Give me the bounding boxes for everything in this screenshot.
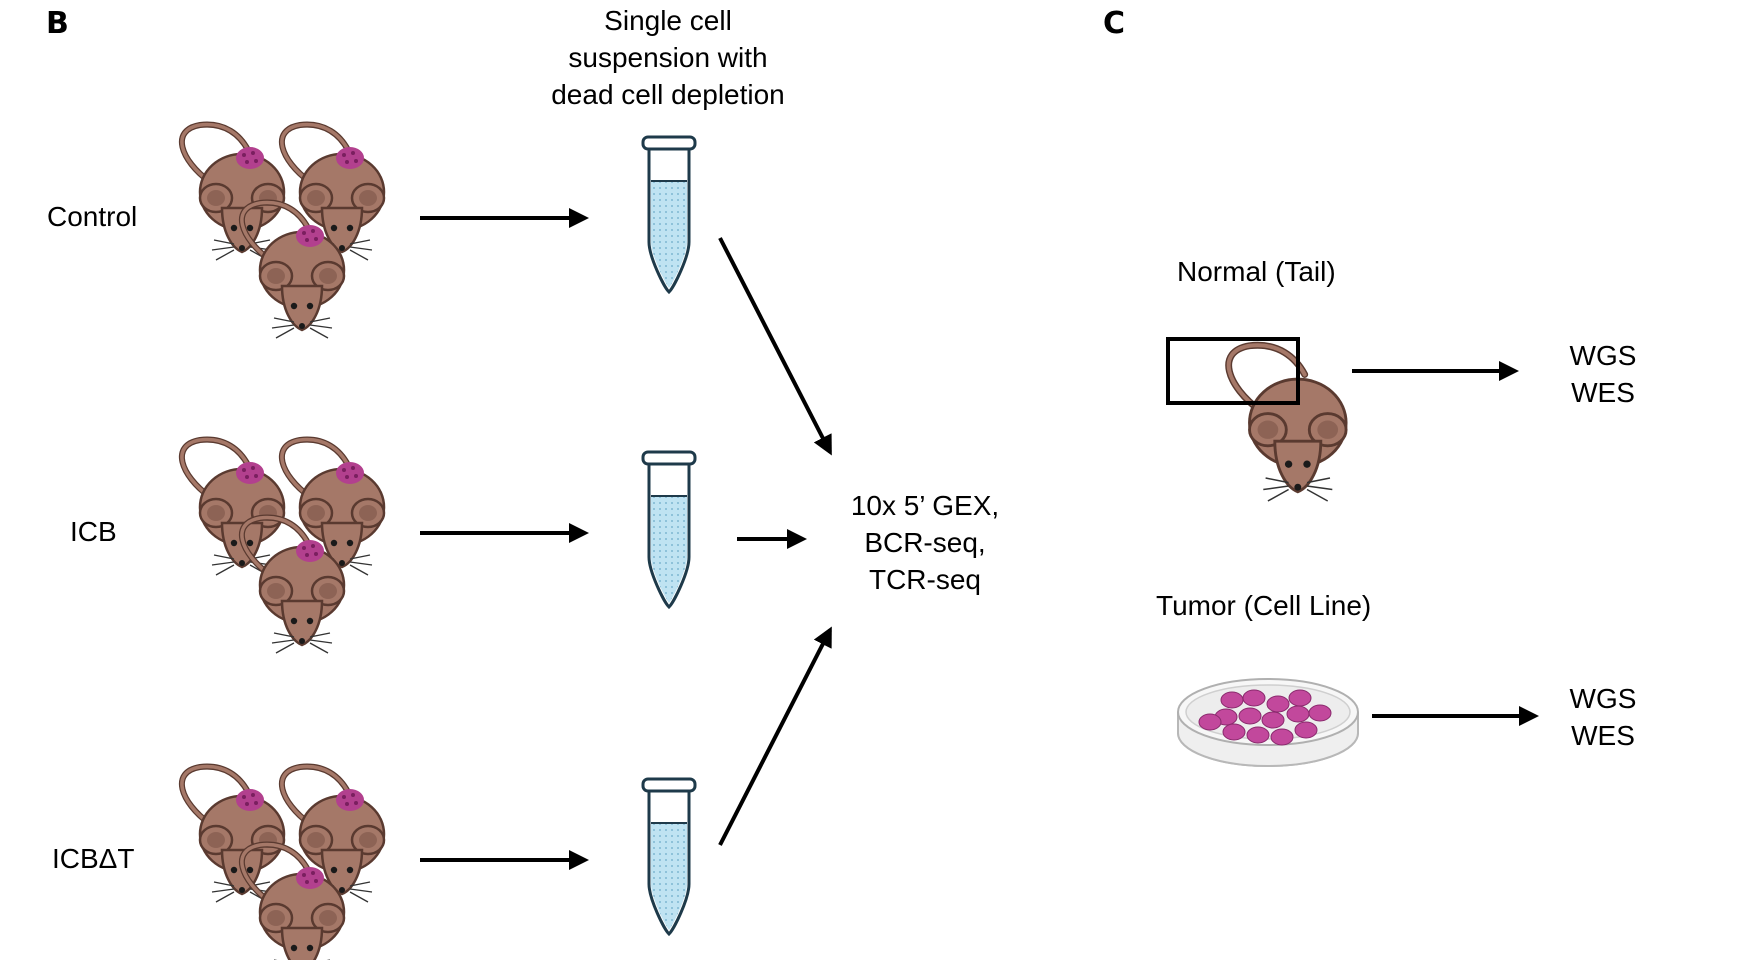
tumor-label: Tumor (Cell Line) <box>1156 590 1372 621</box>
tumor-output: WGS WES <box>1569 683 1637 751</box>
normal-output: WGS WES <box>1569 340 1637 408</box>
group-label-icbdt: ICBΔT <box>52 843 135 874</box>
mouse-cluster-icbdt <box>182 767 384 960</box>
panel-label-b: B <box>46 6 69 41</box>
header-text: Single cell suspension with dead cell de… <box>551 5 785 110</box>
petri-dish <box>1177 678 1359 767</box>
cell-cluster <box>1198 689 1332 746</box>
normal-mouse <box>1229 345 1346 501</box>
mouse-cluster-control <box>182 125 384 338</box>
normal-label: Normal (Tail) <box>1177 256 1336 287</box>
tube-control <box>641 135 697 294</box>
mouse-cluster-icb <box>182 440 384 653</box>
arrow-tube-control-to-assay <box>718 237 832 456</box>
tail-highlight-box <box>1166 337 1300 405</box>
arrow-tube-icbdt-to-assay <box>718 626 832 846</box>
panel-label-c: C <box>1103 6 1126 41</box>
group-label-icb: ICB <box>70 516 117 547</box>
group-label-control: Control <box>47 201 138 232</box>
tube-icbdt <box>641 777 697 936</box>
assay-text: 10x 5’ GEX, BCR-seq, TCR-seq <box>850 490 1000 595</box>
tube-icb <box>641 450 697 609</box>
